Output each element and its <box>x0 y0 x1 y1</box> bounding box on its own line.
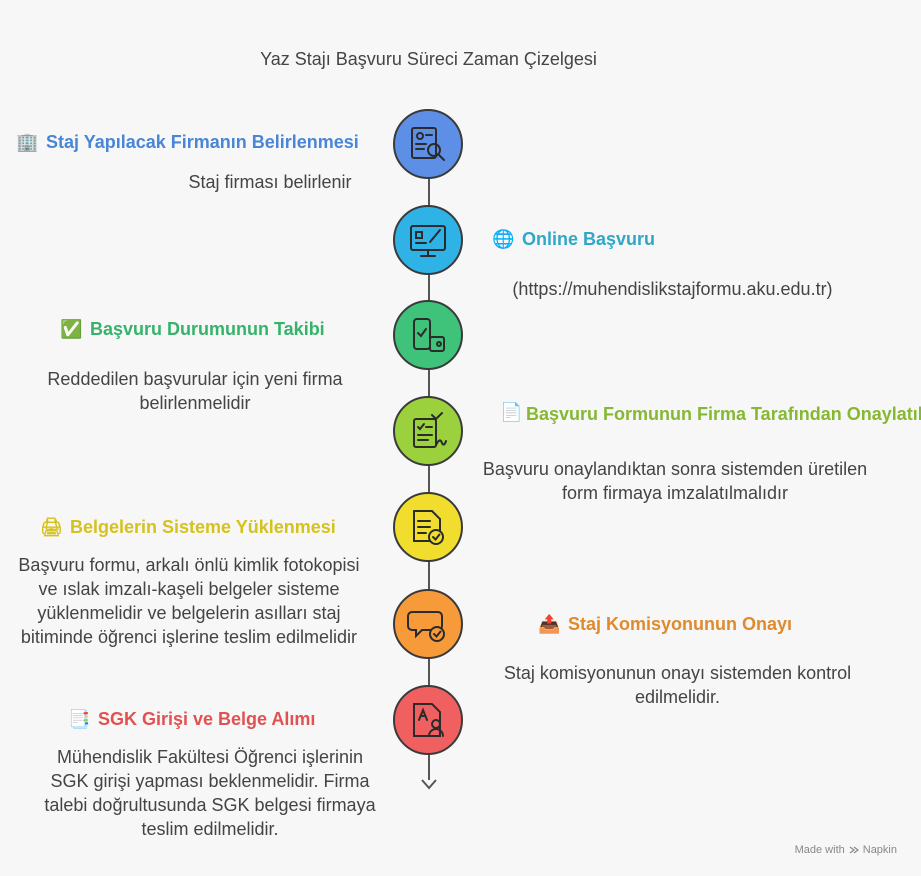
step-2-heading: 🌐 Online Başvuru <box>492 229 655 250</box>
diagram-title: Yaz Stajı Başvuru Süreci Zaman Çizelgesi <box>260 49 597 69</box>
step-7-heading: 📑 SGK Girişi ve Belge Alımı <box>68 709 315 730</box>
napkin-logo-icon <box>849 846 859 854</box>
made-with-napkin-badge: Made with Napkin <box>795 844 897 856</box>
chat-approval-icon <box>407 611 445 642</box>
step-1-heading: 🏢 Staj Yapılacak Firmanın Belirlenmesi <box>16 132 359 153</box>
document-person-icon <box>413 703 444 737</box>
step-5-heading-text: Belgelerin Sisteme Yüklenmesi <box>70 517 336 537</box>
signed-form-icon <box>413 412 447 448</box>
office-building-icon: 🏢 <box>16 132 39 152</box>
document-pin-icon: 📑 <box>68 709 91 729</box>
check-box-icon: ✅ <box>60 319 83 339</box>
step-6-node <box>393 589 463 659</box>
step-6-heading: 📤 Staj Komisyonunun Onayı <box>538 614 792 635</box>
step-5-heading: 🖨 Belgelerin Sisteme Yüklenmesi <box>40 517 336 538</box>
step-3-heading-text: Başvuru Durumunun Takibi <box>90 319 325 339</box>
id-card-search-icon <box>411 127 445 161</box>
document-icon: 📄 <box>500 402 523 422</box>
step-5-node <box>393 492 463 562</box>
step-7-heading-text: SGK Girişi ve Belge Alımı <box>98 709 316 729</box>
step-3-heading: ✅ Başvuru Durumunun Takibi <box>60 319 325 340</box>
timeline-arrowhead <box>421 779 437 790</box>
document-check-icon <box>413 510 444 545</box>
step-4-heading-text: Başvuru Formunun Firma Tarafından Onayla… <box>526 404 921 424</box>
step-7-node <box>393 685 463 755</box>
step-2-heading-text: Online Başvuru <box>522 229 656 249</box>
globe-icon: 🌐 <box>492 229 515 249</box>
made-with-label: Made with <box>794 844 845 856</box>
step-2-description: (https://muhendislikstajformu.aku.edu.tr… <box>512 279 833 299</box>
step-1-node <box>393 109 463 179</box>
upload-tray-icon: 📤 <box>538 614 561 634</box>
step-1-heading-text: Staj Yapılacak Firmanın Belirlenmesi <box>46 132 359 152</box>
step-3-description: Reddedilen başvurular için yeni firma be… <box>47 369 343 413</box>
step-4-node <box>393 396 463 466</box>
step-4-description: Başvuru onaylandıktan sonra sistemden ür… <box>482 459 868 503</box>
step-2-node <box>393 205 463 275</box>
step-7-description: Mühendislik Fakültesi Öğrenci işlerinin … <box>44 747 376 839</box>
napkin-brand: Napkin <box>862 844 897 856</box>
printer-icon: 🖨 <box>40 517 63 537</box>
step-6-heading-text: Staj Komisyonunun Onayı <box>568 614 793 634</box>
monitor-edit-icon <box>410 225 446 257</box>
step-6-description: Staj komisyonunun onayı sistemden kontro… <box>503 663 852 707</box>
step-4-heading: 📄 Başvuru Formunun Firma Tarafından Onay… <box>500 402 921 426</box>
step-5-description: Başvuru formu, arkalı önlü kimlik fotoko… <box>18 555 360 647</box>
step-3-node <box>393 300 463 370</box>
mobile-tracking-icon <box>413 318 445 352</box>
step-1-description: Staj firması belirlenir <box>188 172 352 192</box>
